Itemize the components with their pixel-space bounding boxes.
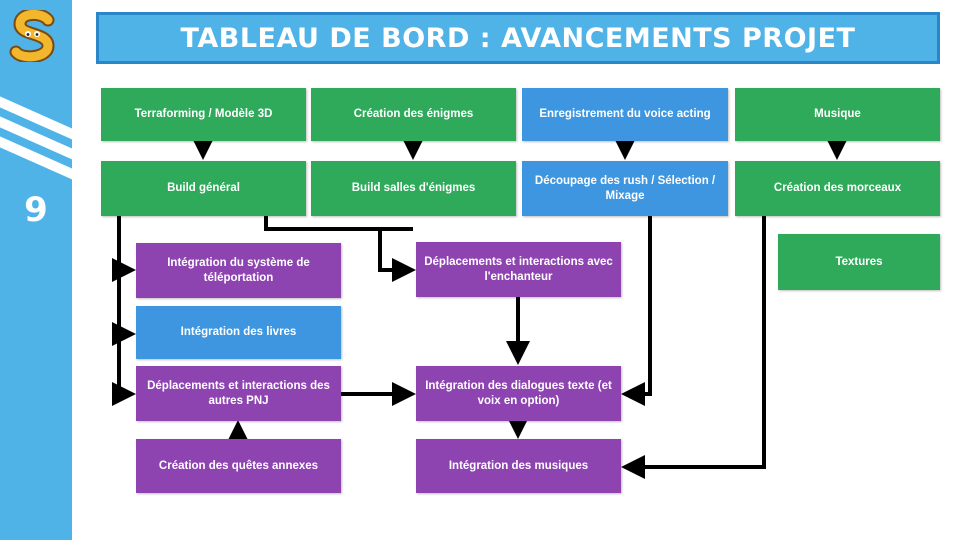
node-teleportation: Intégration du système de téléportation <box>136 243 341 298</box>
node-enchanteur: Déplacements et interactions avec l'ench… <box>416 242 621 297</box>
node-terraforming: Terraforming / Modèle 3D <box>101 88 306 141</box>
connector-builds-enchanteur <box>264 216 413 231</box>
connector-decoupage-dialogues <box>621 216 652 406</box>
node-creation-enigmes: Création des énigmes <box>311 88 516 141</box>
node-creation-morceaux: Création des morceaux <box>735 161 940 216</box>
node-decoupage: Découpage des rush / Sélection / Mixage <box>522 161 728 216</box>
connector-builds-enchanteur <box>378 229 416 282</box>
node-voice-acting: Enregistrement du voice acting <box>522 88 728 141</box>
connector-morceaux-musiques <box>621 216 766 479</box>
sidebar: 9 <box>0 0 72 540</box>
node-dialogues: Intégration des dialogues texte (et voix… <box>416 366 621 421</box>
node-build-general: Build général <box>101 161 306 216</box>
logo-icon <box>9 10 55 62</box>
node-musique: Musique <box>735 88 940 141</box>
node-integration-musiques: Intégration des musiques <box>416 439 621 493</box>
slide-number: 9 <box>24 190 48 230</box>
node-textures: Textures <box>778 234 940 290</box>
node-pnj: Déplacements et interactions des autres … <box>136 366 341 421</box>
node-livres: Intégration des livres <box>136 306 341 359</box>
header-bar: TABLEAU DE BORD : AVANCEMENTS PROJET <box>96 12 940 64</box>
node-build-salles: Build salles d'énigmes <box>311 161 516 216</box>
page-title: TABLEAU DE BORD : AVANCEMENTS PROJET <box>180 22 856 54</box>
node-quetes-annexes: Création des quêtes annexes <box>136 439 341 493</box>
